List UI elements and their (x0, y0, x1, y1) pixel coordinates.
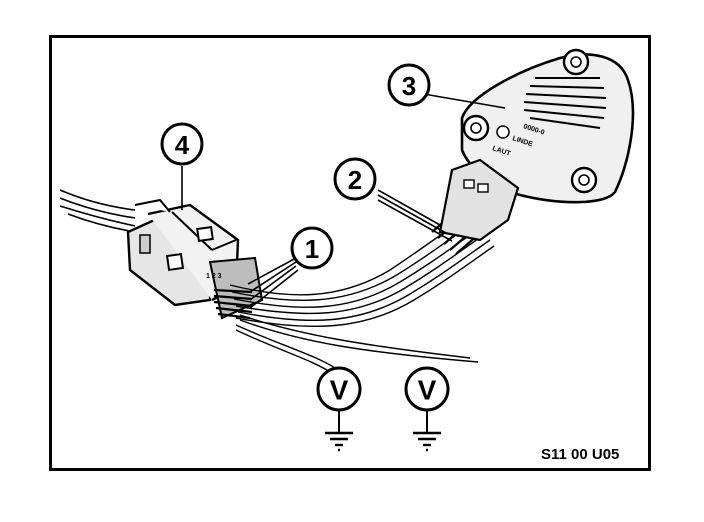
connector-4: 1 2 3 (126, 198, 264, 320)
connector-pin-labels: 1 2 3 (206, 273, 222, 280)
voltmeter-right-label: V (418, 375, 437, 406)
reference-code: S11 00 U05 (541, 446, 619, 463)
callout-2: 2 (333, 157, 377, 201)
voltmeter-right: V (404, 366, 450, 452)
ground-symbol-left (325, 431, 353, 452)
sensor-3: 0000-0 LINDE LAUT (438, 48, 635, 242)
callout-4-label: 4 (175, 130, 190, 160)
wire-terminals-1 (213, 288, 253, 320)
callout-3: 3 (387, 63, 431, 107)
callout-2-label: 2 (348, 165, 362, 195)
callout-1-label: 1 (305, 234, 319, 264)
voltmeter-left: V (316, 366, 362, 452)
ground-symbol-right (413, 431, 441, 452)
callout-4: 4 (160, 122, 204, 166)
callout-1: 1 (290, 226, 334, 270)
left-wire-bundle (59, 189, 136, 233)
voltmeter-left-label: V (330, 375, 349, 406)
probe-wires (235, 314, 479, 373)
callout-3-label: 3 (402, 71, 416, 101)
